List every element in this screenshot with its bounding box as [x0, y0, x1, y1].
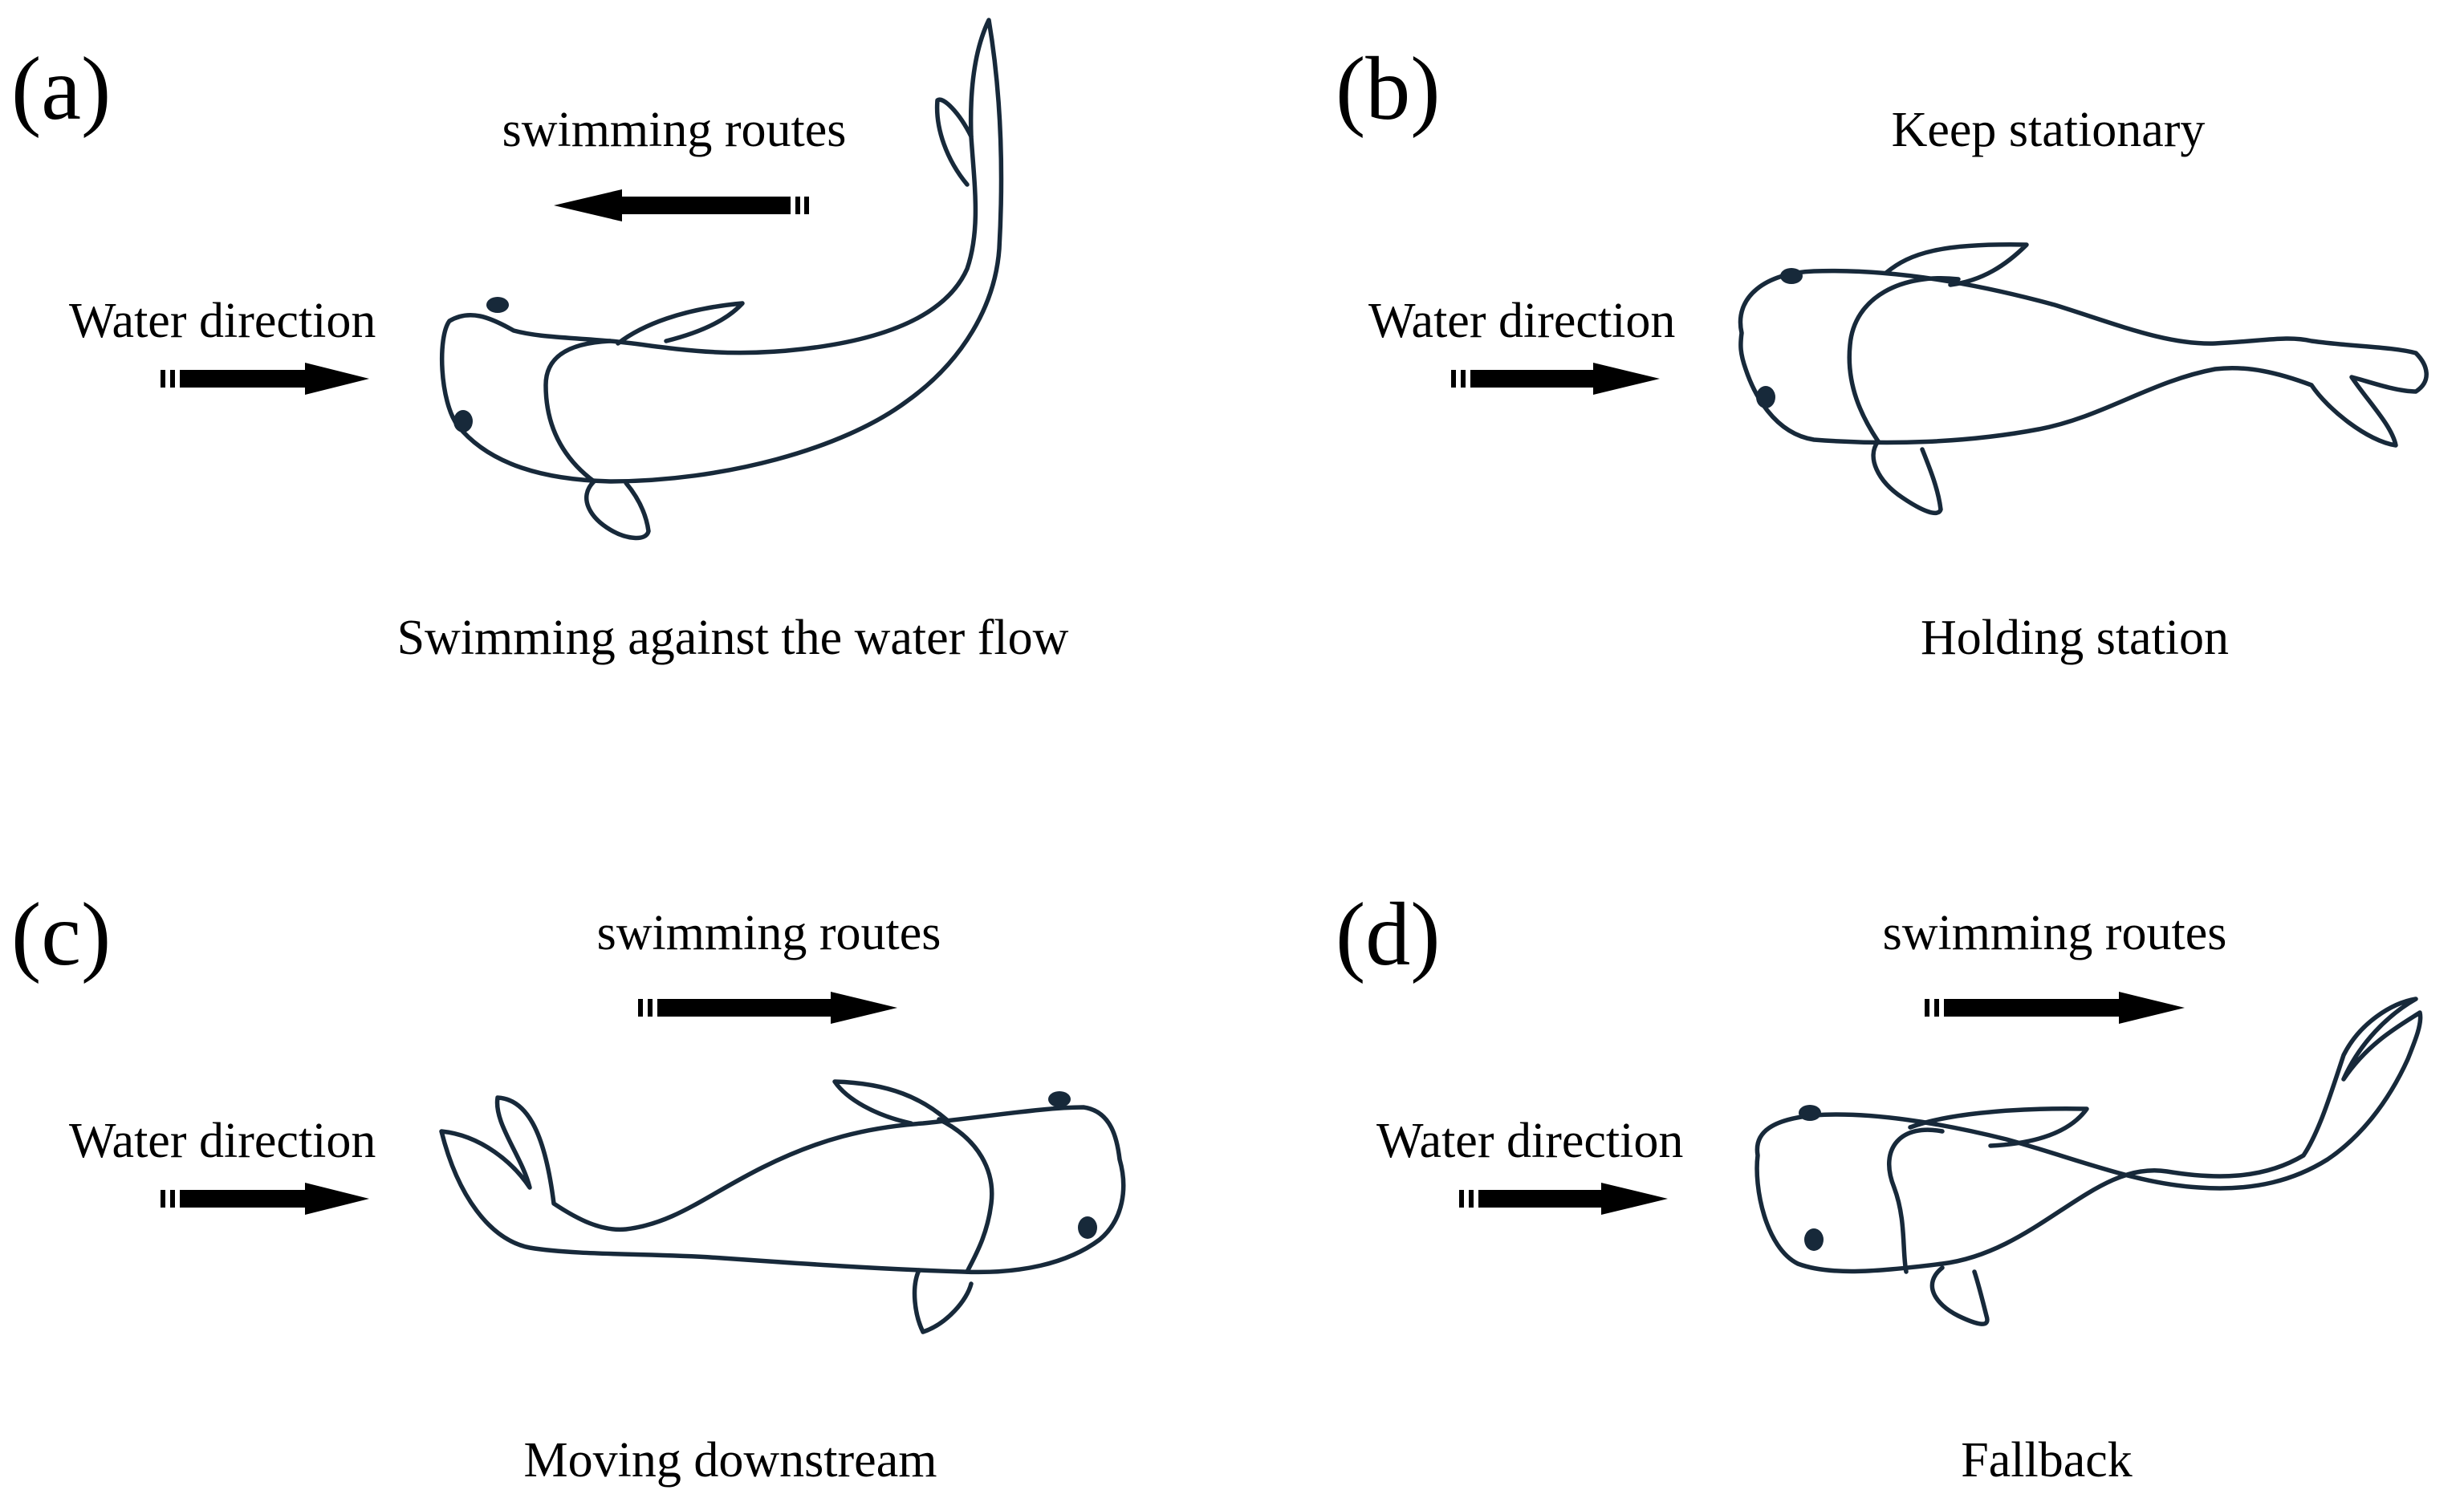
panel-c-route-arrow-icon: [638, 992, 897, 1024]
panel-d-route-label: swimming routes: [1883, 906, 2227, 960]
panel-a-water-arrow-icon: [161, 363, 369, 395]
panel-a-route-label: swimming routes: [502, 103, 847, 157]
panel-a-letter: (a): [11, 39, 111, 139]
panel-b-caption: Holding station: [1921, 611, 2229, 665]
panel-c: (c) swimming routes Water direction Movi…: [11, 885, 1126, 1488]
panel-a: (a) swimming routes Water direction Swi: [11, 18, 1069, 665]
panel-d: (d) swimming routes Water direction Fall…: [1336, 885, 2423, 1488]
panel-c-fish-icon: [439, 1079, 1126, 1334]
panel-d-route-arrow-icon: [1925, 992, 2185, 1024]
panel-d-water-label: Water direction: [1376, 1114, 1683, 1168]
panel-a-route-arrow-icon: [554, 189, 809, 221]
panel-b-letter: (b): [1336, 39, 1441, 139]
panel-c-letter: (c): [11, 885, 111, 984]
panel-b-water-arrow-icon: [1451, 363, 1660, 395]
panel-b-water-label: Water direction: [1368, 294, 1675, 348]
panel-c-route-label: swimming routes: [597, 906, 941, 960]
panel-d-fish-icon: [1754, 997, 2423, 1326]
panel-d-letter: (d): [1336, 885, 1441, 984]
panel-a-caption: Swimming against the water flow: [397, 611, 1069, 665]
panel-c-caption: Moving downstream: [524, 1433, 937, 1488]
panel-b-top-label: Keep stationary: [1892, 103, 2206, 157]
panel-b: (b) Keep stationary Water direction Hold…: [1336, 39, 2429, 665]
panel-c-water-arrow-icon: [161, 1183, 369, 1215]
panel-a-fish-icon: [439, 18, 1004, 541]
panel-c-water-label: Water direction: [69, 1114, 376, 1168]
panel-b-fish-icon: [1738, 242, 2429, 516]
panel-a-water-label: Water direction: [69, 294, 376, 348]
panel-d-water-arrow-icon: [1459, 1183, 1668, 1215]
panel-d-caption: Fallback: [1961, 1433, 2133, 1488]
